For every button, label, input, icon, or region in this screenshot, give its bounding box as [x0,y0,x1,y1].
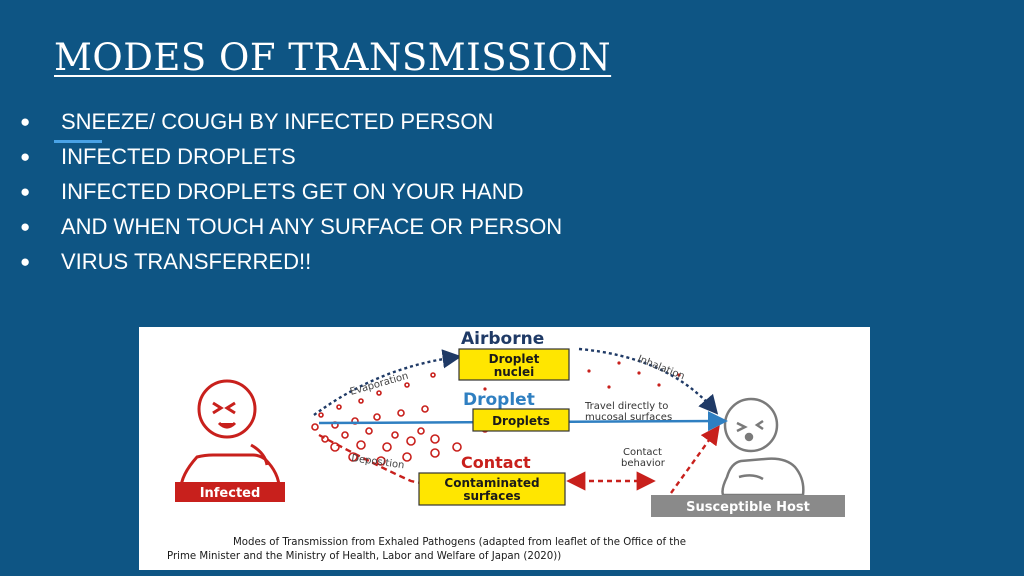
susceptible-host-label: Susceptible Host [686,500,810,515]
contaminated-label-2: surfaces [463,489,520,503]
droplet-label: Droplet [463,390,535,410]
contact-behavior-arrow [670,425,720,494]
infected-label: Infected [200,486,261,501]
droplet-nuclei-label-1: Droplet [489,352,540,366]
bullet-text: AND WHEN TOUCH ANY SURFACE OR PERSON [61,213,563,239]
inhalation-path [578,347,719,415]
droplets-label: Droplets [492,414,550,428]
bullet-dot-icon: ● [20,216,31,236]
bullet-dot-icon: ● [20,181,31,201]
bullet-text: INFECTED DROPLETS [61,143,296,169]
airborne-label: Airborne [461,329,544,349]
bullet-text: SNEEZE/ COUGH BY INFECTED PERSON [61,108,494,134]
susceptible-host-icon [721,397,805,497]
evaporation-path [313,349,462,416]
bullet-text: INFECTED DROPLETS GET ON YOUR HAND [61,178,524,204]
deposition-label: Deposition [351,453,405,471]
infected-person-icon [179,379,281,495]
inhalation-label: Inhalation [636,354,686,383]
bullet-text: VIRUS TRANSFERRED!! [61,248,312,274]
bullet-item: ● INFECTED DROPLETS [20,139,562,174]
bullet-item: ● INFECTED DROPLETS GET ON YOUR HAND [20,174,562,209]
droplet-nuclei-box [458,348,570,381]
contact-label: Contact [461,453,531,472]
caption-line-2: Prime Minister and the Ministry of Healt… [167,551,561,562]
slide-title: MODES OF TRANSMISSION [54,36,612,79]
bullet-dot-icon: ● [20,251,31,271]
transmission-diagram-svg: Airborne Droplet nuclei Droplet Droplets… [167,329,845,562]
transmission-diagram: Airborne Droplet nuclei Droplet Droplets… [139,327,870,570]
contaminated-surfaces-box [418,472,566,506]
contact-behavior-label-2: behavior [621,458,666,469]
text-cursor-underline [54,140,102,143]
caption-line-1: Modes of Transmission from Exhaled Patho… [233,537,686,548]
bullet-list: ● SNEEZE/ COUGH BY INFECTED PERSON ● INFEC… [20,104,562,279]
susceptible-host-badge [651,495,845,517]
droplet-nuclei-label-2: nuclei [494,365,535,379]
evaporation-label: Evaporation [349,371,410,398]
bullet-dot-icon: ● [20,146,31,166]
droplet-particles [311,372,489,466]
infected-badge [175,482,285,502]
bullet-item: ● AND WHEN TOUCH ANY SURFACE OR PERSON [20,209,562,244]
bullet-dot-icon: ● [20,111,31,131]
bullet-item: ● SNEEZE/ COUGH BY INFECTED PERSON [20,104,562,139]
travel-label-2: mucosal surfaces [585,412,672,423]
contact-behavior-label-1: Contact [623,447,662,458]
droplets-box [472,408,570,432]
travel-label-1: Travel directly to [584,401,668,412]
bullet-item: ● VIRUS TRANSFERRED!! [20,244,562,279]
contaminated-label-1: Contaminated [444,476,539,490]
